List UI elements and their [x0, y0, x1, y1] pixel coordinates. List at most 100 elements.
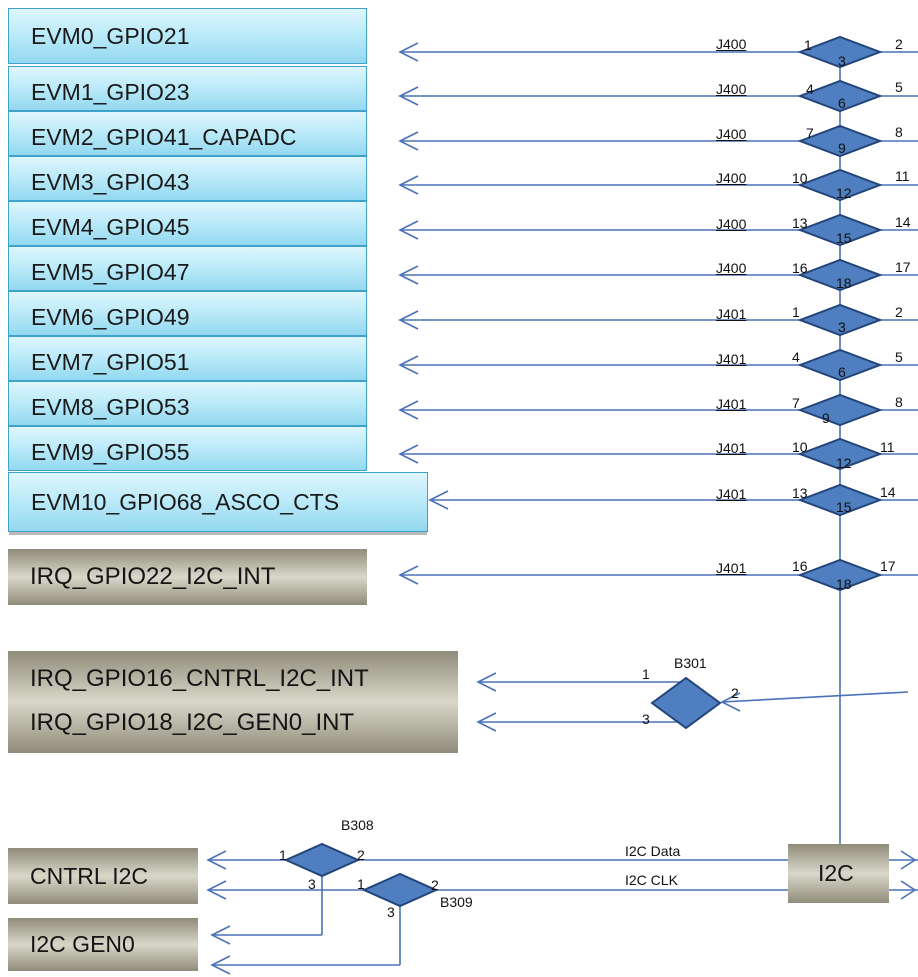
connector-label: J400 [716, 260, 747, 276]
arrow-left-icon [398, 355, 419, 375]
pin-bottom: 9 [822, 410, 830, 426]
evm5-box: EVM5_GPIO47 [8, 246, 367, 291]
arrow-left-icon [398, 444, 419, 464]
evm8-label: EVM8_GPIO53 [31, 394, 190, 420]
pin-left: 10 [792, 170, 808, 186]
pin-right: 2 [895, 36, 903, 52]
pin-right: 11 [880, 439, 895, 455]
evm9-label: EVM9_GPIO55 [31, 439, 190, 465]
evm4-box: EVM4_GPIO45 [8, 201, 367, 246]
arrow-left-icon [398, 86, 419, 106]
b301-pin-1: 1 [642, 666, 650, 682]
pin-left: 16 [792, 260, 808, 276]
arrow-left-icon [428, 490, 449, 510]
arrow-left-icon [720, 692, 741, 712]
evm3-box: EVM3_GPIO43 [8, 156, 367, 201]
pin-bottom: 15 [836, 230, 852, 246]
b301-pin-3: 3 [642, 711, 650, 727]
evm1-label: EVM1_GPIO23 [31, 79, 190, 105]
pin-right: 5 [895, 349, 903, 365]
b301-wire-2 [721, 691, 909, 703]
connector-diamond-icon [797, 437, 883, 471]
b301-pin-2: 2 [731, 685, 739, 701]
pin-bottom: 3 [838, 319, 846, 335]
i2c-data-label: I2C Data [625, 843, 681, 859]
b309-diamond-icon [361, 872, 439, 908]
pin-bottom: 18 [836, 275, 852, 291]
b308-pin-1: 1 [279, 847, 287, 863]
pin-bottom: 6 [838, 95, 846, 111]
b308-pin-2: 2 [357, 847, 365, 863]
pin-bottom: 3 [838, 53, 846, 69]
connector-label: J400 [716, 170, 747, 186]
arrow-right-icon [900, 880, 917, 900]
connector-diamond-icon [797, 35, 883, 69]
connector-label: J401 [716, 440, 747, 456]
cntrl-i2c-box: CNTRL I2C [8, 848, 198, 904]
pin-right: 8 [895, 124, 903, 140]
pin-bottom: 15 [836, 499, 852, 515]
pin-left: 10 [792, 439, 808, 455]
connector-label: J400 [716, 81, 747, 97]
evm10-label: EVM10_GPIO68_ASCO_CTS [31, 488, 340, 515]
connector-label: J400 [716, 216, 747, 232]
connector-label: J400 [716, 126, 747, 142]
arrow-left-icon [206, 880, 227, 900]
pin-right: 8 [895, 394, 903, 410]
pin-left: 4 [792, 349, 800, 365]
connector-label: J401 [716, 396, 747, 412]
connector-diamond-icon [797, 348, 883, 382]
arrow-left-icon [398, 400, 419, 420]
connector-diamond-icon [797, 213, 883, 247]
connector-label: J401 [716, 560, 747, 576]
evm7-box: EVM7_GPIO51 [8, 336, 367, 381]
connector-diamond-icon [797, 393, 883, 427]
connector-diamond-icon [797, 483, 883, 517]
connector-label: J401 [716, 351, 747, 367]
pin-left: 1 [792, 304, 800, 320]
arrow-right-icon [900, 850, 917, 870]
pin-right: 11 [895, 168, 910, 184]
evm6-box: EVM6_GPIO49 [8, 291, 367, 336]
irq-gpio16-18-box: IRQ_GPIO16_CNTRL_I2C_INT IRQ_GPIO18_I2C_… [8, 651, 458, 753]
arrow-left-icon [476, 712, 497, 732]
pin-left: 13 [792, 215, 808, 231]
evm1-box: EVM1_GPIO23 [8, 66, 367, 111]
cntrl-i2c-label: CNTRL I2C [30, 863, 148, 889]
connector-diamond-icon [797, 258, 883, 292]
pin-bottom: 18 [836, 576, 852, 592]
irq-gpio18-label: IRQ_GPIO18_I2C_GEN0_INT [30, 709, 355, 736]
arrow-left-icon [476, 672, 497, 692]
pin-left: 4 [806, 81, 814, 97]
pin-right: 17 [880, 558, 896, 574]
evm0-box: EVM0_GPIO21 [8, 8, 367, 64]
pin-right: 17 [895, 259, 911, 275]
i2c-clk-label: I2C CLK [625, 872, 678, 888]
arrow-left-icon [398, 175, 419, 195]
connector-diamond-icon [797, 124, 883, 158]
irq-gpio22-box: IRQ_GPIO22_I2C_INT [8, 549, 367, 605]
pin-bottom: 6 [838, 364, 846, 380]
b308-label: B308 [341, 817, 374, 833]
b309-pin-2: 2 [431, 877, 439, 893]
b309-pin-3: 3 [387, 904, 395, 920]
connector-diamond-icon [797, 303, 883, 337]
pin-bottom: 12 [836, 185, 852, 201]
arrow-left-icon [206, 850, 227, 870]
arrow-left-icon [398, 265, 419, 285]
b308-pin-3: 3 [308, 876, 316, 892]
b308-diamond-icon [283, 842, 361, 878]
connector-diamond-icon [797, 79, 883, 113]
evm6-label: EVM6_GPIO49 [31, 304, 190, 330]
i2c-label: I2C [818, 860, 854, 886]
evm7-label: EVM7_GPIO51 [31, 349, 190, 375]
pin-bottom: 9 [838, 140, 846, 156]
pin-right: 14 [895, 214, 911, 230]
pin-left: 16 [792, 558, 808, 574]
b301-label: B301 [674, 655, 707, 671]
i2c-gen0-box: I2C GEN0 [8, 918, 198, 971]
arrow-left-icon [398, 220, 419, 240]
evm2-label: EVM2_GPIO41_CAPADC [31, 124, 297, 150]
